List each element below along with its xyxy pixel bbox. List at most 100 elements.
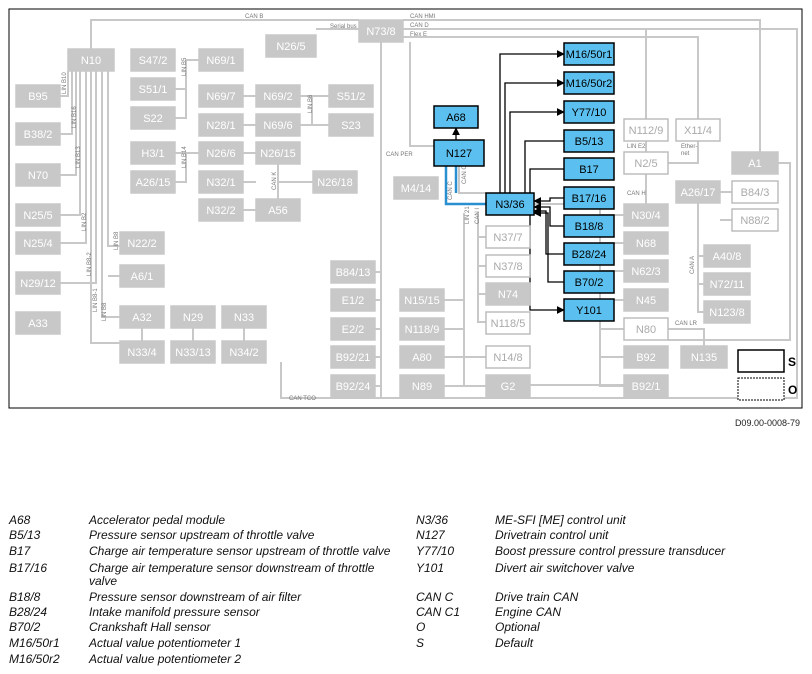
component-label: A32 — [132, 312, 152, 324]
component-label: S51/2 — [337, 91, 366, 103]
bus-label-lin-b10: LIN B10 — [62, 72, 68, 94]
component-label: N3/36 — [495, 199, 524, 211]
component-label: N69/6 — [263, 120, 292, 132]
legend-description: Accelerator pedal module — [89, 513, 226, 527]
component-m4-14: M4/14 — [393, 176, 439, 200]
component-label: S23 — [341, 120, 361, 132]
component-g2: G2 — [485, 374, 531, 398]
component-n88-2: N88/2 — [731, 208, 779, 232]
component-n73-8: N73/8 — [358, 19, 404, 43]
legend-description: Charge air temperature sensor upstream o… — [89, 544, 391, 558]
component-a6-1: A6/1 — [119, 264, 165, 288]
legend-code: Y77/10 — [416, 544, 455, 558]
component-n28-1: N28/1 — [198, 113, 244, 137]
legend-description: Intake manifold pressure sensor — [89, 605, 260, 619]
component-label: S47/2 — [139, 55, 168, 67]
component-n33-4: N33/4 — [119, 340, 165, 364]
component-label: N135 — [691, 352, 717, 364]
bus-label-lin-b14: LIN B14 — [182, 146, 188, 168]
component-label: N14/8 — [493, 352, 522, 364]
component-b70-2: B70/2 — [563, 270, 615, 294]
component-label: N29 — [183, 312, 203, 324]
bus-label-can-i: CAN I — [475, 208, 481, 224]
bus-label-lin-b13: LIN B13 — [76, 146, 82, 168]
component-n72-11: N72/11 — [703, 272, 751, 296]
component-label: N32/2 — [206, 205, 235, 217]
component-label: N123/8 — [709, 307, 744, 319]
legend-code: B18/8 — [9, 590, 41, 604]
bus-label-can-c1: CAN C1 — [462, 161, 468, 184]
legend-code: N127 — [416, 528, 445, 542]
bus-label-lin-b8-2: LIN B8-2 — [87, 252, 93, 276]
component-label: B17 — [579, 164, 599, 176]
component-label: N2/5 — [634, 158, 657, 170]
component-n69-7: N69/7 — [198, 84, 244, 108]
component-n29-12: N29/12 — [15, 271, 61, 295]
component-n32-1: N32/1 — [198, 170, 244, 194]
component-n112-9: N112/9 — [623, 118, 669, 142]
component-label: N33/4 — [127, 347, 156, 359]
component-s23: S23 — [328, 113, 374, 137]
component-n118-5: N118/5 — [485, 311, 531, 335]
component-n26-18: N26/18 — [312, 170, 358, 194]
component-label: B95 — [28, 91, 48, 103]
legend-code: O — [416, 620, 426, 634]
component-label: B84/3 — [741, 187, 770, 199]
component-label: A26/17 — [681, 187, 716, 199]
component-label: N37/8 — [493, 261, 522, 273]
bus-label-lin-b2: LIN B2 — [82, 212, 88, 231]
component-a1: A1 — [731, 151, 779, 175]
diagram-key: SO — [737, 349, 797, 401]
bus-label-can-h: CAN H — [627, 191, 646, 197]
component-label: N80 — [636, 324, 656, 336]
component-label: N127 — [446, 148, 472, 160]
component-b17: B17 — [563, 157, 615, 181]
bus-label-lin-21: LIN 21 — [465, 206, 471, 224]
component-label: N72/11 — [710, 279, 745, 291]
component-n45: N45 — [623, 288, 669, 312]
component-label: N26/6 — [206, 148, 235, 160]
key-optional-symbol: O — [788, 383, 797, 397]
component-label: B28/24 — [572, 249, 607, 261]
component-n69-2: N69/2 — [255, 84, 301, 108]
component-n69-6: N69/6 — [255, 113, 301, 137]
component-label: N62/3 — [631, 266, 660, 278]
component-n68: N68 — [623, 231, 669, 255]
legend-code: B70/2 — [9, 620, 41, 634]
component-n127: N127 — [433, 139, 485, 167]
component-label: E2/2 — [342, 324, 365, 336]
bus-label-can-hmi: CAN HMI — [410, 14, 436, 20]
component-x11-4: X11/4 — [675, 118, 721, 142]
component-label: A68 — [446, 112, 466, 124]
component-label: N69/2 — [263, 91, 292, 103]
component-s22: S22 — [130, 106, 176, 130]
bus-label-lin-b6: LIN B6 — [308, 94, 314, 113]
component-label: N28/1 — [206, 120, 235, 132]
legend-code: S — [416, 636, 425, 650]
component-n37-7: N37/7 — [485, 225, 531, 249]
component-label: N118/9 — [405, 324, 440, 336]
component-n33-13: N33/13 — [170, 340, 216, 364]
bus-label-lin-b16: LIN B16 — [72, 106, 78, 128]
component-label: N25/4 — [23, 238, 52, 250]
component-b92-21: B92/21 — [330, 345, 376, 369]
component-b18-8: B18/8 — [563, 214, 615, 238]
legend-code: CAN C — [416, 590, 454, 604]
component-n26-5: N26/5 — [265, 34, 317, 58]
component-n135: N135 — [680, 345, 728, 369]
legend-code: Y101 — [416, 561, 445, 575]
component-b84-13: B84/13 — [330, 260, 376, 284]
component-label: B92/21 — [336, 352, 371, 364]
bus-label-can-a: CAN A — [690, 256, 696, 274]
legend-description: Actual value potentiometer 1 — [89, 636, 242, 650]
legend-code: B17/16 — [9, 561, 48, 575]
bus-label-ethernet: Ether-net — [681, 144, 697, 157]
bus-label-serial-bus: Serial bus — [330, 24, 357, 30]
component-label: A1 — [748, 158, 761, 170]
bus-label-can-c: CAN C — [448, 181, 454, 200]
component-b17-16: B17/16 — [563, 186, 615, 210]
component-n30-4: N30/4 — [623, 203, 669, 227]
component-n70: N70 — [15, 163, 61, 187]
